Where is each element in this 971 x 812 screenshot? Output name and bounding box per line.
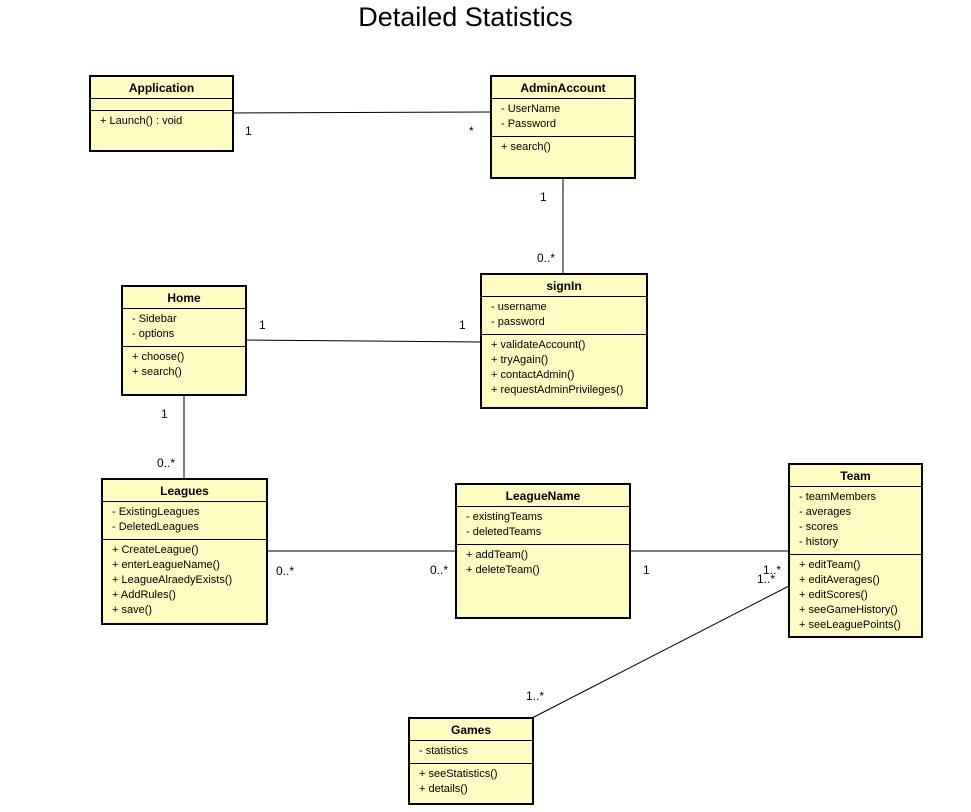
multiplicity-label: 1 (643, 563, 650, 577)
class-attributes: - existingTeams - deletedTeams (457, 507, 629, 545)
class-operations: + Launch() : void (91, 111, 232, 133)
operation: + validateAccount() (491, 339, 586, 351)
class-adminaccount[interactable]: AdminAccount - UserName - Password + sea… (490, 75, 636, 179)
class-attributes: - statistics (410, 741, 532, 764)
multiplicity-label: 1 (259, 318, 266, 332)
class-name: Application (91, 77, 232, 99)
multiplicity-label: 0..* (537, 251, 556, 265)
operation: + LeagueAlraedyExists() (112, 574, 233, 586)
class-leagues[interactable]: Leagues - ExistingLeagues - DeletedLeagu… (101, 478, 268, 625)
attribute: - teamMembers (799, 491, 877, 503)
class-attributes: - ExistingLeagues - DeletedLeagues (103, 502, 266, 540)
operation: + seeGameHistory() (799, 604, 898, 616)
multiplicity-label: 1..* (526, 689, 545, 703)
multiplicity-label: 1..* (757, 572, 776, 586)
class-operations: + search() (492, 137, 634, 159)
operation: + editAverages() (799, 574, 880, 586)
attribute: - ExistingLeagues (112, 506, 200, 518)
operation: + editScores() (799, 589, 868, 601)
operation: + editTeam() (799, 559, 861, 571)
class-name: Games (410, 719, 532, 741)
diagram-title: Detailed Statistics (358, 2, 573, 32)
class-name: LeagueName (457, 485, 629, 507)
attribute: - deletedTeams (466, 526, 542, 538)
class-signin[interactable]: signIn - username - password + validateA… (480, 273, 648, 409)
operation: + save() (112, 604, 153, 616)
class-games[interactable]: Games - statistics + seeStatistics() + d… (408, 717, 534, 805)
operation: + enterLeagueName() (112, 559, 220, 571)
class-name: signIn (482, 275, 646, 297)
class-attributes: - username - password (482, 297, 646, 335)
class-name: Home (123, 287, 245, 309)
multiplicity-label: 1 (540, 190, 547, 204)
multiplicity-label: 1..* (763, 563, 782, 577)
operation: + details() (419, 783, 468, 795)
class-attributes: - UserName - Password (492, 99, 634, 137)
multiplicity-label: 0..* (157, 456, 176, 470)
attribute: - scores (799, 521, 839, 533)
class-name: Leagues (103, 480, 266, 502)
class-attributes: - Sidebar - options (123, 309, 245, 347)
class-name: AdminAccount (492, 77, 634, 99)
attribute: - username (491, 301, 547, 313)
attribute: - averages (799, 506, 851, 518)
attribute: - DeletedLeagues (112, 521, 199, 533)
operation: + search() (501, 141, 551, 153)
class-attributes: - teamMembers - averages - scores - hist… (790, 487, 921, 555)
class-leaguename[interactable]: LeagueName - existingTeams - deletedTeam… (455, 483, 631, 619)
class-operations: + validateAccount() + tryAgain() + conta… (482, 335, 646, 402)
attribute: - Sidebar (132, 313, 177, 325)
attribute: - history (799, 536, 839, 548)
operation: + choose() (132, 351, 185, 363)
class-application[interactable]: Application + Launch() : void (89, 75, 234, 152)
association-application-adminaccount (232, 111, 492, 114)
class-operations: + editTeam() + editAverages() + editScor… (790, 555, 921, 637)
attribute: - statistics (419, 745, 468, 757)
class-operations: + seeStatistics() + details() (410, 764, 532, 801)
operation: + deleteTeam() (466, 564, 540, 576)
multiplicity-label: 1 (459, 318, 466, 332)
operation: + seeStatistics() (419, 768, 498, 780)
operation: + contactAdmin() (491, 369, 575, 381)
operation: + tryAgain() (491, 354, 549, 366)
class-team[interactable]: Team - teamMembers - averages - scores -… (788, 463, 923, 638)
multiplicity-label: 0..* (430, 563, 449, 577)
class-operations: + choose() + search() (123, 347, 245, 384)
attribute: - options (132, 328, 175, 340)
attribute: - UserName (501, 103, 561, 115)
class-home[interactable]: Home - Sidebar - options + choose() + se… (121, 285, 247, 396)
multiplicity-label: 1 (161, 407, 168, 421)
operation: + addTeam() (466, 549, 529, 561)
class-name: Team (790, 465, 921, 487)
operation: + seeLeaguePoints() (799, 619, 901, 631)
multiplicity-label: 0..* (276, 564, 295, 578)
class-operations: + CreateLeague() + enterLeagueName() + L… (103, 540, 266, 622)
operation: + search() (132, 366, 182, 378)
attribute: - password (491, 316, 545, 328)
multiplicity-label: 1 (245, 124, 252, 138)
association-home-signin (245, 339, 482, 343)
class-operations: + addTeam() + deleteTeam() (457, 545, 629, 582)
multiplicity-label: * (469, 124, 474, 138)
class-attributes (91, 99, 232, 111)
operation: + AddRules() (112, 589, 176, 601)
attribute: - existingTeams (466, 511, 543, 523)
association-team-games (531, 585, 790, 719)
operation: + requestAdminPrivileges() (491, 384, 624, 396)
attribute: - Password (501, 118, 557, 130)
operation: + Launch() : void (100, 115, 183, 127)
operation: + CreateLeague() (112, 544, 199, 556)
